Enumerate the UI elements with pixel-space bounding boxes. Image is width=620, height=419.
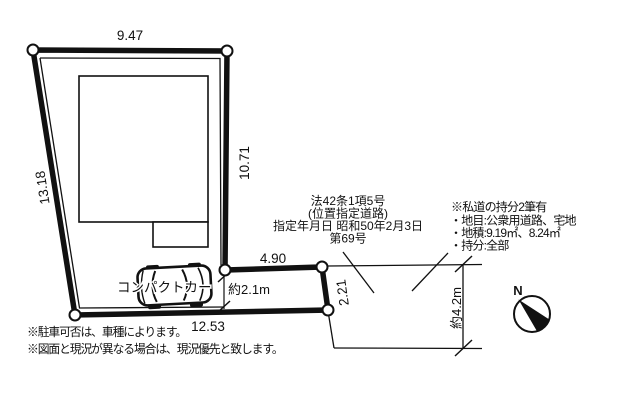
- building-porch-outline: [152, 221, 209, 248]
- plot-inner-boundary: [39, 57, 225, 309]
- dim-driveway: 約2.1m: [228, 282, 270, 297]
- building-outline: [78, 75, 209, 223]
- private-road-line2: ・地目:公衆用道路、宅地: [450, 213, 577, 228]
- road-designation-text: 法42条1項5号 (位置指定道路) 指定年月日 昭和50年2月3日 第69号: [273, 194, 423, 246]
- road-designation-line4: 第69号: [329, 232, 366, 246]
- private-road-note-text: ※私道の持分2筆有 ・地目:公衆用道路、宅地 ・地積:9.19㎡、8.24㎡ ・…: [450, 199, 577, 253]
- private-road-leader-line: [411, 252, 449, 292]
- dim-notch-side: 2.21: [333, 279, 352, 307]
- dim-right: 10.71: [237, 146, 252, 180]
- dim-left: 13.18: [33, 170, 53, 206]
- road-designation-line1: 法42条1項5号: [311, 194, 386, 208]
- note-priority: ※図面と現況が異なる場合は、現況優先と致します。: [27, 342, 283, 356]
- vertex-markers: [26, 43, 335, 322]
- note-parking: ※駐車可否は、車種によります。: [27, 325, 186, 339]
- road-designation-line2: (位置指定道路): [308, 206, 388, 221]
- compass-icon: N: [513, 283, 551, 333]
- private-road-line4: ・持分:全部: [450, 238, 509, 253]
- private-road-line3: ・地積:9.19㎡、8.24㎡: [450, 225, 561, 240]
- car-label: コンパクトカー: [117, 280, 212, 295]
- compass-north-label: N: [513, 283, 522, 298]
- compass-needle: [518, 299, 550, 332]
- designation-leader-line: [342, 251, 375, 294]
- dim-road: 約4.2m: [449, 287, 464, 329]
- road-width-dimension: [454, 255, 473, 357]
- dim-bottom: 12.53: [191, 319, 225, 334]
- dim-notch-top: 4.90: [260, 251, 286, 266]
- private-road-line1: ※私道の持分2筆有: [451, 199, 547, 214]
- car-icon: [136, 262, 213, 310]
- dim-top: 9.47: [117, 28, 143, 43]
- road-designation-line3: 指定年月日 昭和50年2月3日: [273, 218, 423, 233]
